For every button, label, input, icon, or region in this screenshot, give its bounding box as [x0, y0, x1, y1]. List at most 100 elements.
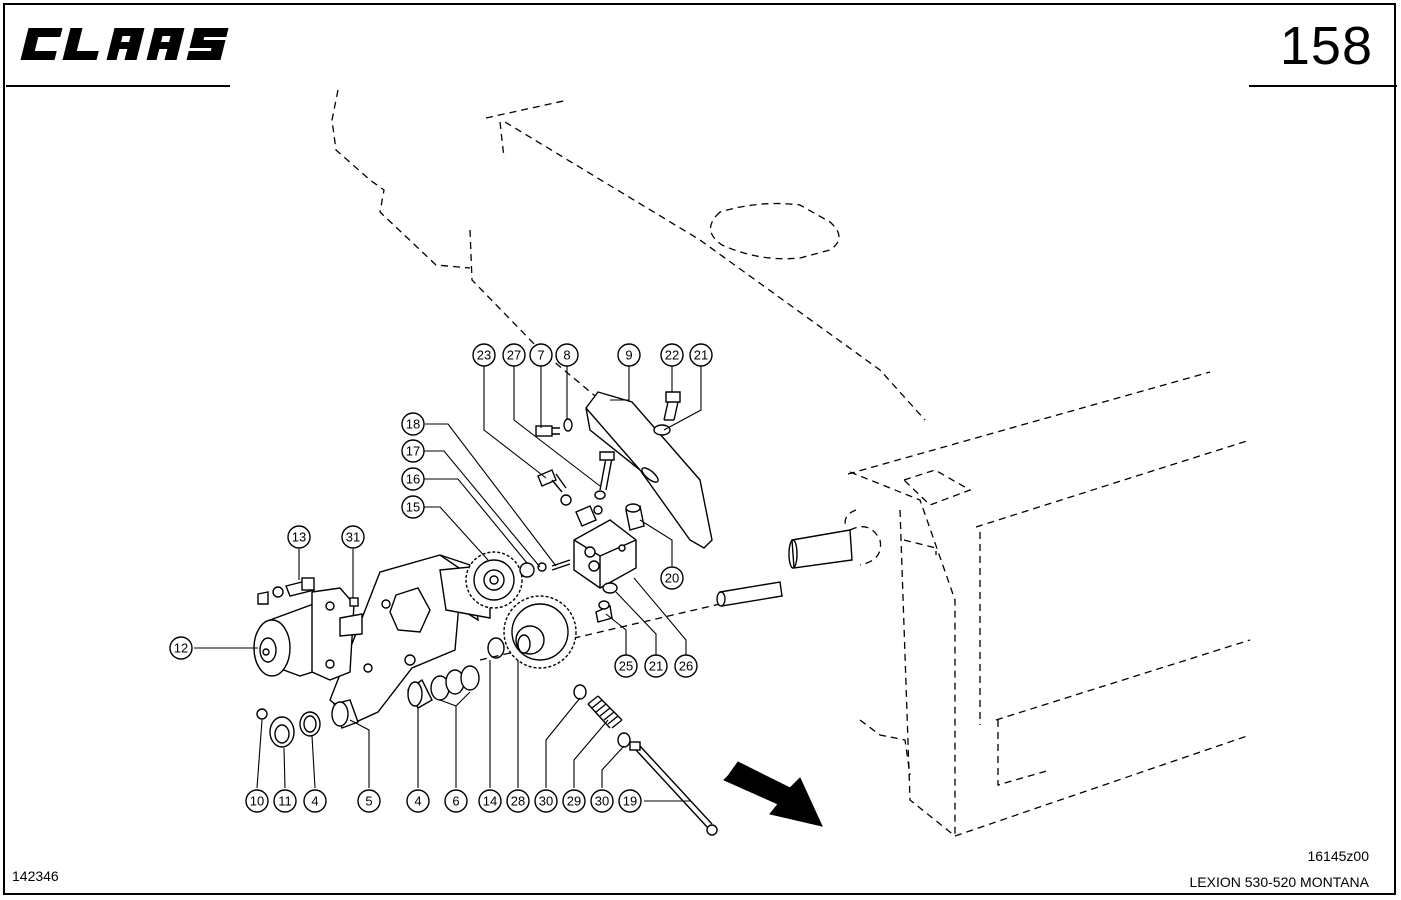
callout-8: 8: [555, 343, 579, 367]
washer-6c: [460, 665, 480, 691]
callout-13: 13: [287, 525, 311, 549]
fitting-small: [575, 505, 603, 527]
callout-20: 20: [660, 566, 684, 590]
motor-12: [253, 587, 363, 681]
svg-text:21: 21: [694, 348, 708, 363]
svg-text:30: 30: [539, 794, 553, 809]
callout-14: 14: [478, 789, 502, 813]
callout-9: 9: [617, 343, 641, 367]
washer-30b: [617, 732, 631, 748]
gear-28: [503, 595, 577, 669]
callout-23: 23: [472, 343, 496, 367]
callout-26: 26: [674, 654, 698, 678]
washer-21-low: [602, 582, 618, 594]
sheet-border: [3, 3, 1396, 895]
svg-text:15: 15: [406, 500, 420, 515]
svg-text:17: 17: [406, 444, 420, 459]
svg-text:23: 23: [477, 348, 491, 363]
washer-16: [519, 562, 535, 578]
callout-12: 12: [169, 636, 193, 660]
fitting-25: [595, 600, 613, 623]
svg-text:10: 10: [250, 794, 264, 809]
callout-30b: 30: [590, 789, 614, 813]
svg-text:29: 29: [567, 794, 581, 809]
callout-10: 10: [245, 789, 269, 813]
callout-7: 7: [529, 343, 553, 367]
page-number: 158: [1279, 16, 1373, 76]
washer-30a: [573, 684, 587, 700]
svg-text:18: 18: [406, 417, 420, 432]
callout-25: 25: [614, 654, 638, 678]
washer-21-top: [653, 424, 671, 436]
bolt-23: [537, 469, 572, 506]
svg-text:13: 13: [292, 530, 306, 545]
callout-30a: 30: [534, 789, 558, 813]
callout-bubbles: 23 27 7 8 9 22 21 18 17 16 15 13 31 12 2…: [169, 343, 713, 813]
machine-frame-outline: [331, 89, 1251, 837]
callout-18: 18: [401, 412, 425, 436]
svg-text:7: 7: [537, 348, 544, 363]
svg-text:4: 4: [414, 794, 421, 809]
svg-text:8: 8: [563, 348, 570, 363]
callout-17: 17: [401, 439, 425, 463]
callout-11: 11: [273, 789, 297, 813]
bolt-27: [594, 451, 615, 500]
svg-text:5: 5: [365, 794, 372, 809]
claas-logo: [20, 28, 229, 60]
callout-27: 27: [502, 343, 526, 367]
document-number: 142346: [12, 868, 59, 884]
callout-29: 29: [562, 789, 586, 813]
svg-text:19: 19: [623, 794, 637, 809]
callout-31: 31: [341, 525, 365, 549]
callout-16: 16: [401, 467, 425, 491]
svg-text:25: 25: [619, 659, 633, 674]
svg-text:22: 22: [665, 348, 679, 363]
spring-29: [587, 695, 623, 729]
callout-5: 5: [357, 789, 381, 813]
callout-28: 28: [506, 789, 530, 813]
rod-19: [629, 741, 718, 836]
header-rule-left: [6, 85, 230, 87]
washer-8: [563, 418, 573, 432]
callout-15: 15: [401, 495, 425, 519]
bolt-22: [663, 391, 681, 421]
svg-text:28: 28: [511, 794, 525, 809]
callout-21-top: 21: [689, 343, 713, 367]
svg-text:4: 4: [311, 794, 318, 809]
svg-text:21: 21: [649, 659, 663, 674]
callout-19: 19: [618, 789, 642, 813]
circlip-14: [487, 637, 505, 659]
pin-shaft: [716, 581, 783, 607]
valve-block-26: [573, 519, 637, 589]
callout-21-low: 21: [644, 654, 668, 678]
header-rule-right: [1249, 85, 1397, 87]
callout-22: 22: [660, 343, 684, 367]
svg-text:20: 20: [665, 571, 679, 586]
direction-arrow: [723, 761, 823, 827]
ring-4-left: [299, 711, 321, 737]
svg-text:11: 11: [278, 794, 292, 809]
drive-shaft-stub: [788, 509, 882, 569]
bushing-4: [407, 678, 433, 709]
washer-17: [537, 562, 547, 572]
svg-text:30: 30: [595, 794, 609, 809]
callout-6: 6: [444, 789, 468, 813]
svg-text:9: 9: [625, 348, 632, 363]
callout-4-left: 4: [303, 789, 327, 813]
bushing-20: [625, 503, 645, 531]
svg-text:31: 31: [346, 530, 360, 545]
svg-text:26: 26: [679, 659, 693, 674]
gear-15: [465, 551, 523, 609]
bolt-7: [535, 425, 560, 437]
svg-text:6: 6: [452, 794, 459, 809]
bushing-11: [269, 716, 295, 748]
svg-text:27: 27: [507, 348, 521, 363]
bolt-13: [257, 577, 315, 605]
drawing-code: 16145z00: [1307, 848, 1369, 864]
key-31: [349, 597, 359, 607]
model-name: LEXION 530-520 MONTANA: [1189, 874, 1369, 890]
bracket-9: [585, 391, 713, 549]
svg-text:12: 12: [174, 641, 188, 656]
